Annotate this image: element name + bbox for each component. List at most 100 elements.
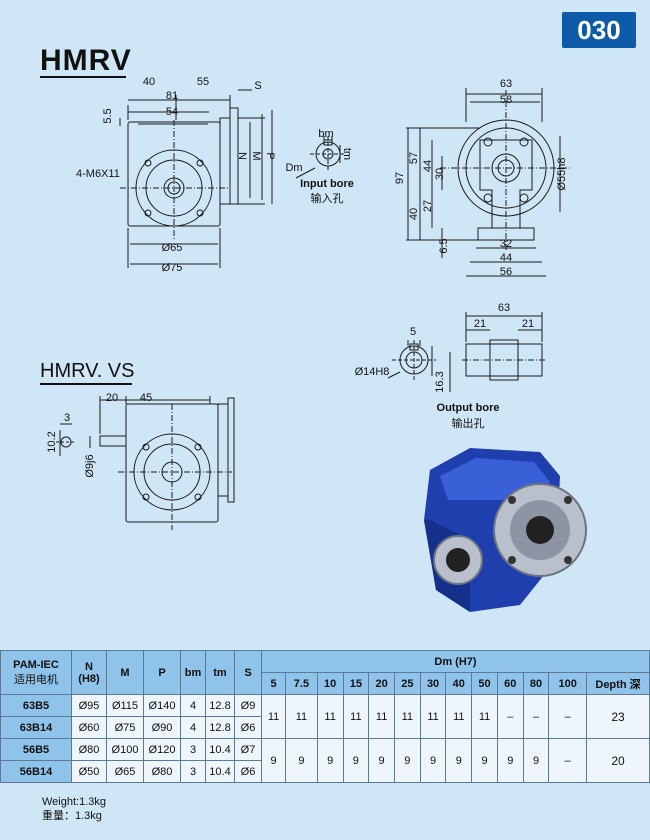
ratio-15: 15 [342,672,370,695]
dm-g1-7-5: 11 [285,694,318,739]
dim-s: S [254,80,262,92]
title-vs-underline [40,383,132,385]
dim-vs3: 3 [63,412,71,424]
row-s: Ø7 [234,738,262,761]
dm-g2-40: 9 [445,738,473,783]
row-s: Ø9 [234,694,262,717]
technical-drawings [56,88,587,612]
dm-g2-10: 9 [316,738,344,783]
vs-view-drawing [56,396,235,530]
output-bore-label: Output bore [436,402,500,414]
ratio-100: 100 [548,672,587,695]
dim-o21b: 21 [521,318,535,330]
row-n: Ø80 [71,738,107,761]
row-s: Ø6 [234,760,262,783]
dim-vs10-2: 10.2 [46,431,58,453]
row-m: Ø100 [106,738,144,761]
col-depth: Depth 深 [586,672,650,695]
dm-g1-30: 11 [419,694,447,739]
output-bore-drawing [387,312,546,392]
dm-g2-60: 9 [496,738,524,783]
col-p: P [143,650,181,695]
dim-r40: 40 [408,207,420,221]
output-bore-label-cn: 输出孔 [451,418,485,430]
input-bore-label-cn: 输入孔 [310,193,344,205]
row-pam: 56B5 [0,738,72,761]
dim-40: 40 [142,76,156,88]
side-view-drawing [406,88,570,277]
dm-g2-5: 9 [260,738,287,783]
ratio-25: 25 [393,672,421,695]
input-bore-label: Input bore [300,178,354,190]
row-pam: 63B14 [0,716,72,739]
dim-r97: 97 [394,171,406,185]
dim-5-5: 5.5 [102,108,114,124]
input-bore-drawing [295,136,346,179]
dim-vs45: 45 [139,392,153,404]
col-m: M [106,650,144,695]
weight-en: Weight:1.3kg [42,796,107,808]
dim-r55h8: Ø55h8 [556,157,568,191]
dim-bm: bm [318,128,334,140]
row-bm: 3 [180,738,206,761]
dim-o16-3: 16.3 [434,371,446,393]
table-row: 56B14 Ø50 Ø65 Ø80 3 10.4 Ø6 [0,760,650,783]
row-n: Ø50 [71,760,107,783]
dim-r27: 27 [422,199,434,213]
dim-o5: 5 [409,326,417,338]
dm-g1-10: 11 [316,694,344,739]
col-s: S [234,650,262,695]
row-bm: 3 [180,760,206,783]
col-n-sub: (H8) [78,672,100,685]
table-row: 63B5 Ø95 Ø115 Ø140 4 12.8 Ø9 11 11 11 11… [0,694,650,739]
dim-vs9j6: Ø9j6 [84,454,96,478]
dm-g1-40: 11 [445,694,473,739]
row-s: Ø6 [234,716,262,739]
row-bm: 4 [180,694,206,717]
dm-g1-depth: 23 [586,694,650,739]
dm-g2-30: 9 [419,738,447,783]
dim-vs20: 20 [105,392,119,404]
ratio-5: 5 [260,672,287,695]
col-dm: Dm (H7) [261,650,650,673]
weight-cn: 重量：1.3kg [42,810,102,822]
row-p: Ø90 [143,716,181,739]
col-pam: PAM-IEC 适用电机 [0,650,72,695]
row-tm: 10.4 [205,760,235,783]
dm-g2-50: 9 [471,738,498,783]
row-m: Ø65 [106,760,144,783]
col-pam-label: PAM-IEC [13,658,59,671]
title-underline [40,76,126,78]
dim-m: M [250,151,262,161]
dm-g2-15: 9 [342,738,370,783]
dim-o65: Ø65 [161,242,183,254]
col-bm: bm [180,650,206,695]
row-tm: 10.4 [205,738,235,761]
dm-g1-50: 11 [471,694,498,739]
dim-r32: 32 [499,238,513,250]
table-row: 56B5 Ø80 Ø100 Ø120 3 10.4 Ø7 9 9 9 9 9 9… [0,738,650,783]
dim-81: 81 [165,90,179,102]
row-m: Ø75 [106,716,144,739]
ratio-30: 30 [419,672,447,695]
col-tm: tm [205,650,235,695]
dm-g1-100: – [548,694,587,739]
dim-o63: 63 [497,302,511,314]
row-pam: 63B5 [0,694,72,717]
dim-r63: 63 [499,78,513,90]
dim-tm: tm [341,147,353,161]
dim-r57: 57 [408,151,420,165]
dim-55: 55 [196,76,210,88]
ratio-50: 50 [471,672,498,695]
dm-g2-100: – [548,738,587,783]
col-n-label: N [85,660,93,673]
ratio-7-5: 7.5 [285,672,318,695]
row-tm: 12.8 [205,716,235,739]
row-p: Ø140 [143,694,181,717]
dim-r56: 56 [499,266,513,278]
dim-r30: 30 [434,167,446,181]
ratio-10: 10 [316,672,344,695]
dm-g2-depth: 20 [586,738,650,783]
col-pam-cn: 适用电机 [14,673,58,686]
